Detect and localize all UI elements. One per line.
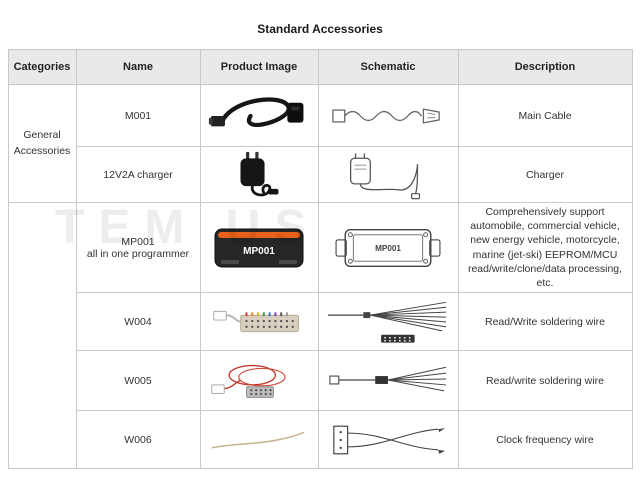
m001-cable-image [203, 90, 316, 142]
description-cell: Read/write soldering wire [457, 350, 633, 412]
table-row-w004: W004 [8, 292, 633, 352]
product-image-cell [199, 292, 319, 352]
mp001-device-schematic: MP001 [321, 223, 456, 273]
description-cell: Charger [457, 146, 633, 203]
name-cell: MP001 all in one programmer [75, 201, 201, 294]
description-cell: Read/Write soldering wire [457, 292, 633, 352]
red-wire-loop-icon [211, 364, 286, 398]
schematic-cell [317, 410, 459, 470]
device-label: MP001 [243, 246, 275, 257]
description-cell: Main Cable [457, 84, 633, 147]
programmer-device-icon: MP001 [214, 228, 304, 268]
description-cell: Clock frequency wire [457, 410, 633, 470]
schematic-device-label: MP001 [375, 244, 401, 253]
m001-cable-schematic [321, 96, 456, 136]
description-cell: Comprehensively support automobile, comm… [457, 201, 633, 294]
obd-cable-icon [208, 96, 304, 127]
thin-wire-icon [211, 431, 305, 448]
product-image-cell [199, 350, 319, 412]
w004-wire-schematic [321, 299, 456, 345]
column-header-categories: Categories [7, 49, 77, 85]
programmer-schematic-icon: MP001 [335, 228, 441, 267]
schematic-cell: MP001 [317, 201, 459, 294]
charger-schematic [321, 150, 456, 200]
name-cell: W004 [75, 292, 201, 352]
w006-wire-schematic [321, 418, 456, 462]
column-header-name: Name [75, 49, 201, 85]
category-cell-empty [7, 201, 77, 470]
w005-wire-schematic [321, 359, 456, 403]
column-header-schematic: Schematic [317, 49, 459, 85]
cable-schematic-icon [332, 107, 440, 124]
power-adapter-icon [240, 151, 279, 196]
name-cell: 12V2A charger [75, 146, 201, 203]
name-line2: all in one programmer [86, 247, 190, 260]
w005-wire-image [203, 359, 316, 403]
power-adapter-schematic-icon [349, 152, 421, 199]
table-row-w006: W006 [8, 410, 633, 470]
clock-wire-schematic-icon [333, 425, 446, 454]
mp001-device-image: MP001 [203, 223, 316, 273]
schematic-cell [317, 146, 459, 203]
wire-fan-schematic-icon [327, 301, 447, 343]
schematic-cell [317, 84, 459, 147]
product-image-cell [199, 84, 319, 147]
name-line1: MP001 [121, 235, 155, 248]
table-row-mp001: MP001 all in one programmer MP001 [7, 201, 633, 470]
table-row-m001: General Accessories M001 [7, 84, 633, 203]
name-cell: W005 [75, 350, 201, 412]
column-header-description: Description [457, 49, 633, 85]
w004-connector-image [203, 301, 316, 343]
table-row-w005: W005 [8, 350, 633, 412]
name-cell: W006 [75, 410, 201, 470]
category-cell-general: General Accessories [7, 84, 77, 203]
product-image-cell: MP001 [199, 201, 319, 294]
wire-fan-schematic-icon [329, 366, 447, 391]
column-header-product-image: Product Image [199, 49, 319, 85]
header-row: Categories Name Product Image Schematic … [7, 49, 633, 85]
schematic-cell [317, 292, 459, 352]
name-cell: M001 [75, 84, 201, 147]
page-title: Standard Accessories [257, 22, 383, 36]
w006-wire-image [203, 420, 316, 460]
product-image-cell [199, 410, 319, 470]
table-row-charger: 12V2A charger [8, 146, 633, 203]
soldering-connector-icon [213, 310, 299, 332]
charger-image [203, 150, 316, 200]
product-image-cell [199, 146, 319, 203]
schematic-cell [317, 350, 459, 412]
accessories-table: Categories Name Product Image Schematic … [7, 49, 633, 470]
